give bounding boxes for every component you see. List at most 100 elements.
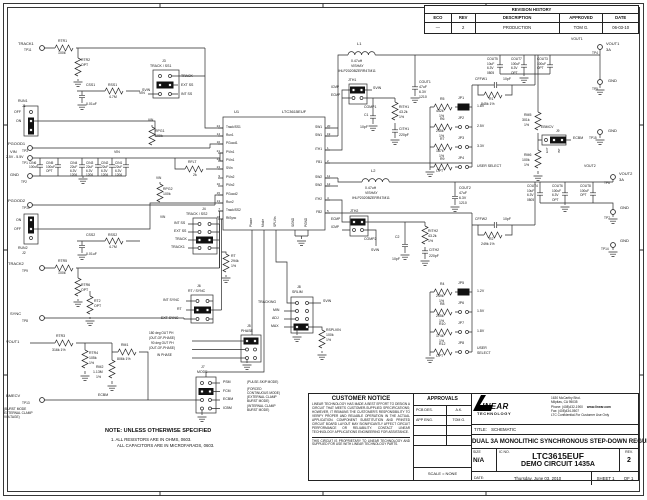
schematic-label: 10uF (487, 61, 495, 66)
schematic-label: SVIN (323, 299, 332, 303)
schematic-label: OPT (81, 288, 89, 292)
schematic-label: ON (16, 118, 22, 123)
schematic-label: 1206 (70, 173, 78, 177)
schematic-label: TP2 (21, 180, 27, 184)
schematic-label: EXT SS (174, 229, 187, 233)
schematic-label: BURST MODE) (247, 407, 270, 412)
schematic-label: SW2 (315, 183, 322, 187)
schematic-label: U1 (234, 109, 240, 114)
schematic-label: SRLIM (292, 290, 303, 294)
schematic-label: OPT (580, 193, 587, 197)
schematic-label: 100k (155, 134, 163, 138)
schematic-label: GND (620, 205, 629, 210)
schematic-label: 1% (231, 264, 237, 268)
schematic-label: 6.3V (527, 193, 534, 197)
schematic-label: EBMCV (541, 125, 554, 129)
schematic-label: USER SELECT (477, 163, 502, 168)
schematic-label: RM5 (524, 113, 532, 117)
schematic-label: TP5 (592, 87, 598, 91)
schematic-label: 3A (606, 47, 611, 52)
schematic-label: RSPLVIN (326, 328, 341, 332)
schematic-label: 100k (58, 271, 66, 275)
schematic-label: TRACK1 (18, 41, 34, 46)
schematic-label: INT SYNC (163, 298, 180, 302)
schematic-label: SVin (226, 166, 233, 170)
schematic-label: L2 (371, 168, 376, 173)
address-line: 1630 McCarthy Blvd. (551, 396, 581, 400)
revision-history-table: REVISION HISTORY ECO REV DESCRIPTION APP… (424, 5, 639, 34)
size-value: N/A (473, 457, 485, 464)
schematic-label: JP6 (458, 301, 465, 305)
schematic-label: (INTERNAL CLAMP (247, 403, 276, 408)
schematic-label: PGND (304, 217, 308, 227)
schematic-label: BMECV (6, 393, 21, 398)
sheet-number: SHEET 1 (596, 476, 615, 481)
schematic-label: VOLTAGE) (4, 415, 20, 419)
schematic-label: COUT1 (419, 80, 431, 84)
schematic-label: TP3 (22, 149, 28, 153)
schematic-label: TP4 (592, 51, 598, 55)
schematic-label: 5 (327, 209, 329, 213)
schematic-label: 3A (619, 177, 624, 182)
size-label: SIZE (473, 450, 481, 454)
revision-row: — 2 PRODUCTION TOM G. 06-03-10 (425, 22, 638, 33)
schematic-label: 4.7M (109, 95, 117, 99)
schematic-label: IHLP2020BZERR47M11 (338, 69, 376, 73)
schematic-label: RM1 (121, 343, 129, 347)
sheet-of: OF 1 (623, 476, 634, 481)
schematic-label: J3 (162, 59, 166, 63)
customer-notice-footer: THIS CIRCUIT IS PROPRIETARY TO LINEAR TE… (312, 436, 410, 447)
schematic-label: OPT (436, 354, 444, 358)
schematic-label: TRACK (181, 73, 193, 78)
schematic-label: TP13 (22, 401, 30, 405)
schematic-label: BURST MODE) (247, 399, 270, 403)
schematic-label: 1.5V (477, 308, 485, 313)
schematic-label: TP10 (22, 206, 30, 210)
schematic-label: 10pF (503, 217, 511, 221)
ic-u1 (222, 116, 326, 231)
schematic-label: C2 (395, 235, 400, 239)
schematic-label: R12 (439, 342, 446, 346)
schematic-label: ITH1 (315, 147, 322, 151)
note-title: NOTE: UNLESS OTHERWISE SPECIFIED (105, 428, 212, 434)
approvals-row: PCB DES. A.K. (414, 406, 471, 416)
schematic-label: TRACK1 (171, 245, 185, 249)
schematic-label: RTR3 (56, 334, 66, 338)
schematic-label: 2k (193, 173, 197, 177)
schematic-label: INT SS (181, 91, 193, 96)
schematic-label: ICMP (331, 85, 339, 89)
revision-history-title: REVISION HISTORY (511, 7, 552, 12)
schematic-label: IHLP2020BZERR47M11 (352, 196, 390, 200)
schematic-label: JP8 (458, 341, 465, 345)
schematic-label: Track/SS2 (226, 208, 241, 212)
date-cell: DATE: Thursday, June 03, 2010 (472, 472, 592, 485)
schematic-label: CITH2 (429, 248, 440, 252)
rev-eco: — (435, 25, 440, 30)
ic-part-number: LTC3615EUF (532, 451, 584, 461)
schematic-label: 100k (522, 158, 530, 162)
schematic-label: OPT (552, 197, 559, 202)
schematic-label: R4 (440, 282, 445, 286)
col-approved: APPROVED (558, 14, 603, 22)
schematic-label: ECBM (573, 136, 584, 140)
schematic-label: (FORCED (247, 386, 262, 391)
schematic-label: 100uF (511, 61, 521, 66)
schematic-label: (OUT-OF-PHASE) (149, 345, 176, 350)
schematic-label: COUT7 (511, 57, 522, 61)
schematic-label: COMP1 (364, 105, 377, 109)
schematic-label: 23 (216, 165, 220, 169)
schematic-label: 0.01uF (86, 252, 97, 256)
schematic-label: TP1 (22, 161, 28, 165)
schematic-label: CSS2 (86, 233, 96, 237)
schematic-label: OPT (94, 304, 102, 308)
schematic-label: 187k (436, 149, 444, 153)
schematic-label: RT (231, 254, 236, 258)
schematic-label: COUT6 (552, 184, 563, 188)
schematic-label: 43.2k (428, 234, 437, 238)
schematic-label: TP8 (22, 319, 28, 323)
schematic-label: CIN6 (29, 161, 37, 165)
schematic-label: TRACK2 (8, 261, 24, 266)
schematic-label: CIN3 (86, 161, 94, 165)
schematic-label: EXT SS (181, 82, 194, 87)
